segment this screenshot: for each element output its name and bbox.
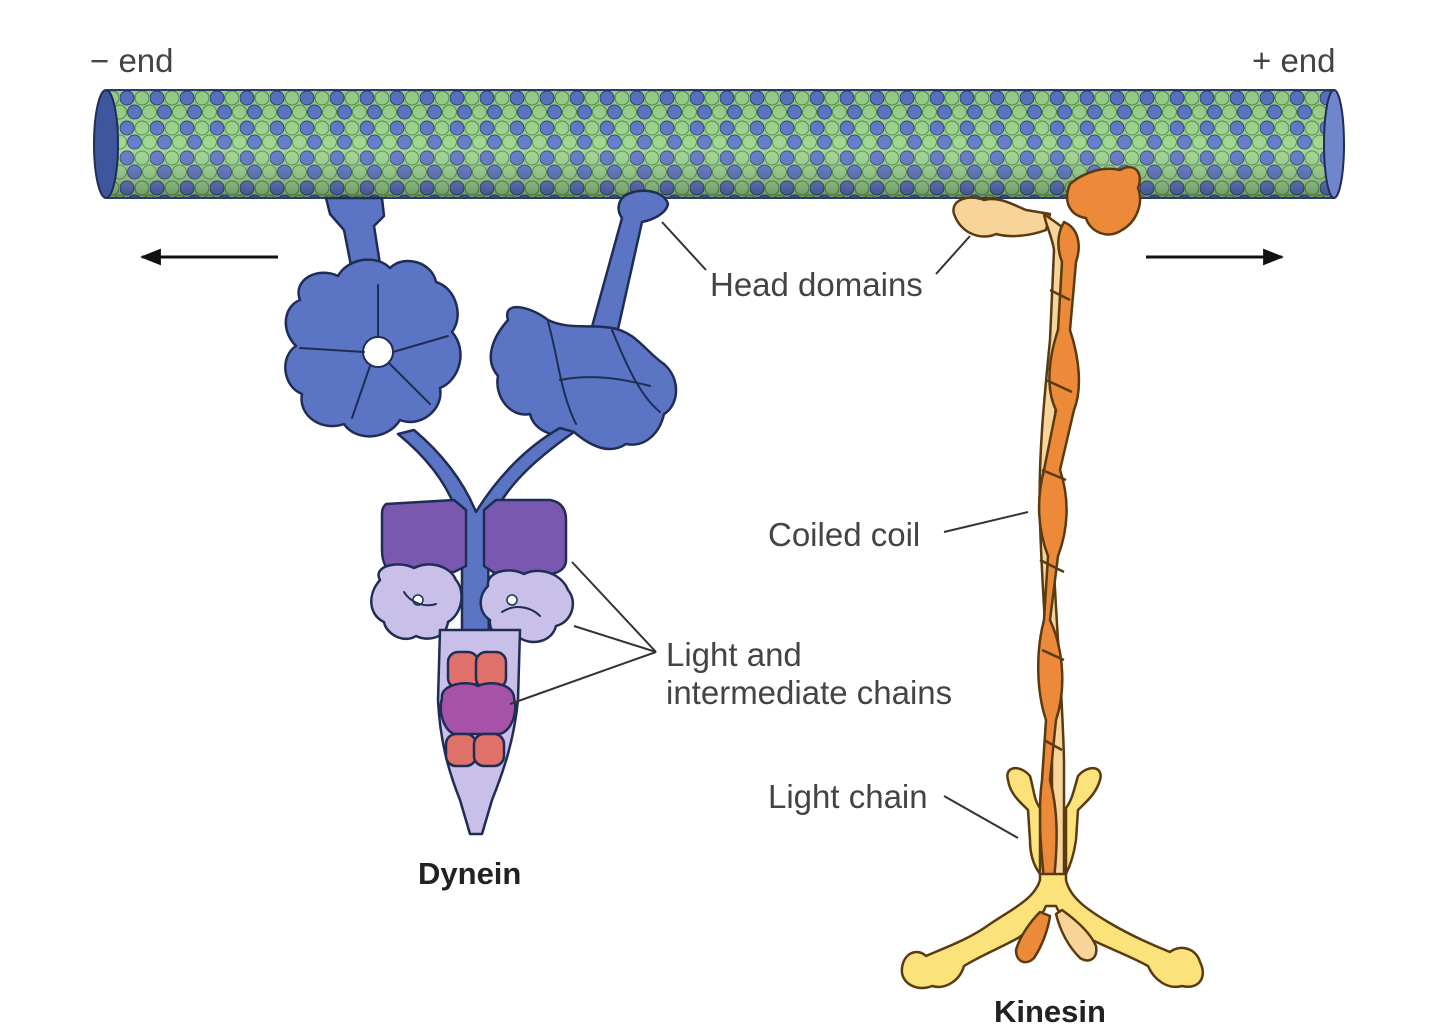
dynein-intermediate-chain-left	[380, 498, 468, 574]
head-domains-leader-right	[935, 235, 971, 275]
head-domains-label: Head domains	[710, 266, 923, 303]
light-chain-label: Light chain	[768, 778, 928, 815]
dynein-molecule	[284, 189, 678, 836]
dynein-light-chain-right	[479, 569, 575, 644]
plus-end-label: + end	[1252, 42, 1336, 79]
coiled-coil-leader	[943, 511, 1029, 533]
coiled-coil-label: Coiled coil	[768, 516, 920, 553]
light-chain-leader	[943, 795, 1019, 839]
light-intermediate-leader-1	[571, 561, 657, 653]
light-intermediate-leader-2	[573, 625, 657, 653]
dynein-label: Dynein	[418, 856, 521, 891]
minus-end-label: − end	[90, 42, 174, 79]
dynein-magenta-chain	[439, 682, 517, 736]
kinesin-label: Kinesin	[994, 994, 1106, 1029]
microtubule	[93, 89, 1345, 199]
kinesin-head-right	[1065, 165, 1142, 236]
light-and-label: Light and	[666, 636, 802, 673]
head-domains-leader-left	[661, 221, 707, 271]
kinesin-light-chain	[900, 767, 1205, 990]
light-intermediate-leader-3	[509, 651, 657, 705]
dynein-intermediate-chain-right	[482, 498, 568, 576]
kinesin-head-left	[952, 196, 1052, 238]
intermediate-chains-label: intermediate chains	[666, 674, 952, 711]
kinesin-molecule	[900, 165, 1205, 990]
